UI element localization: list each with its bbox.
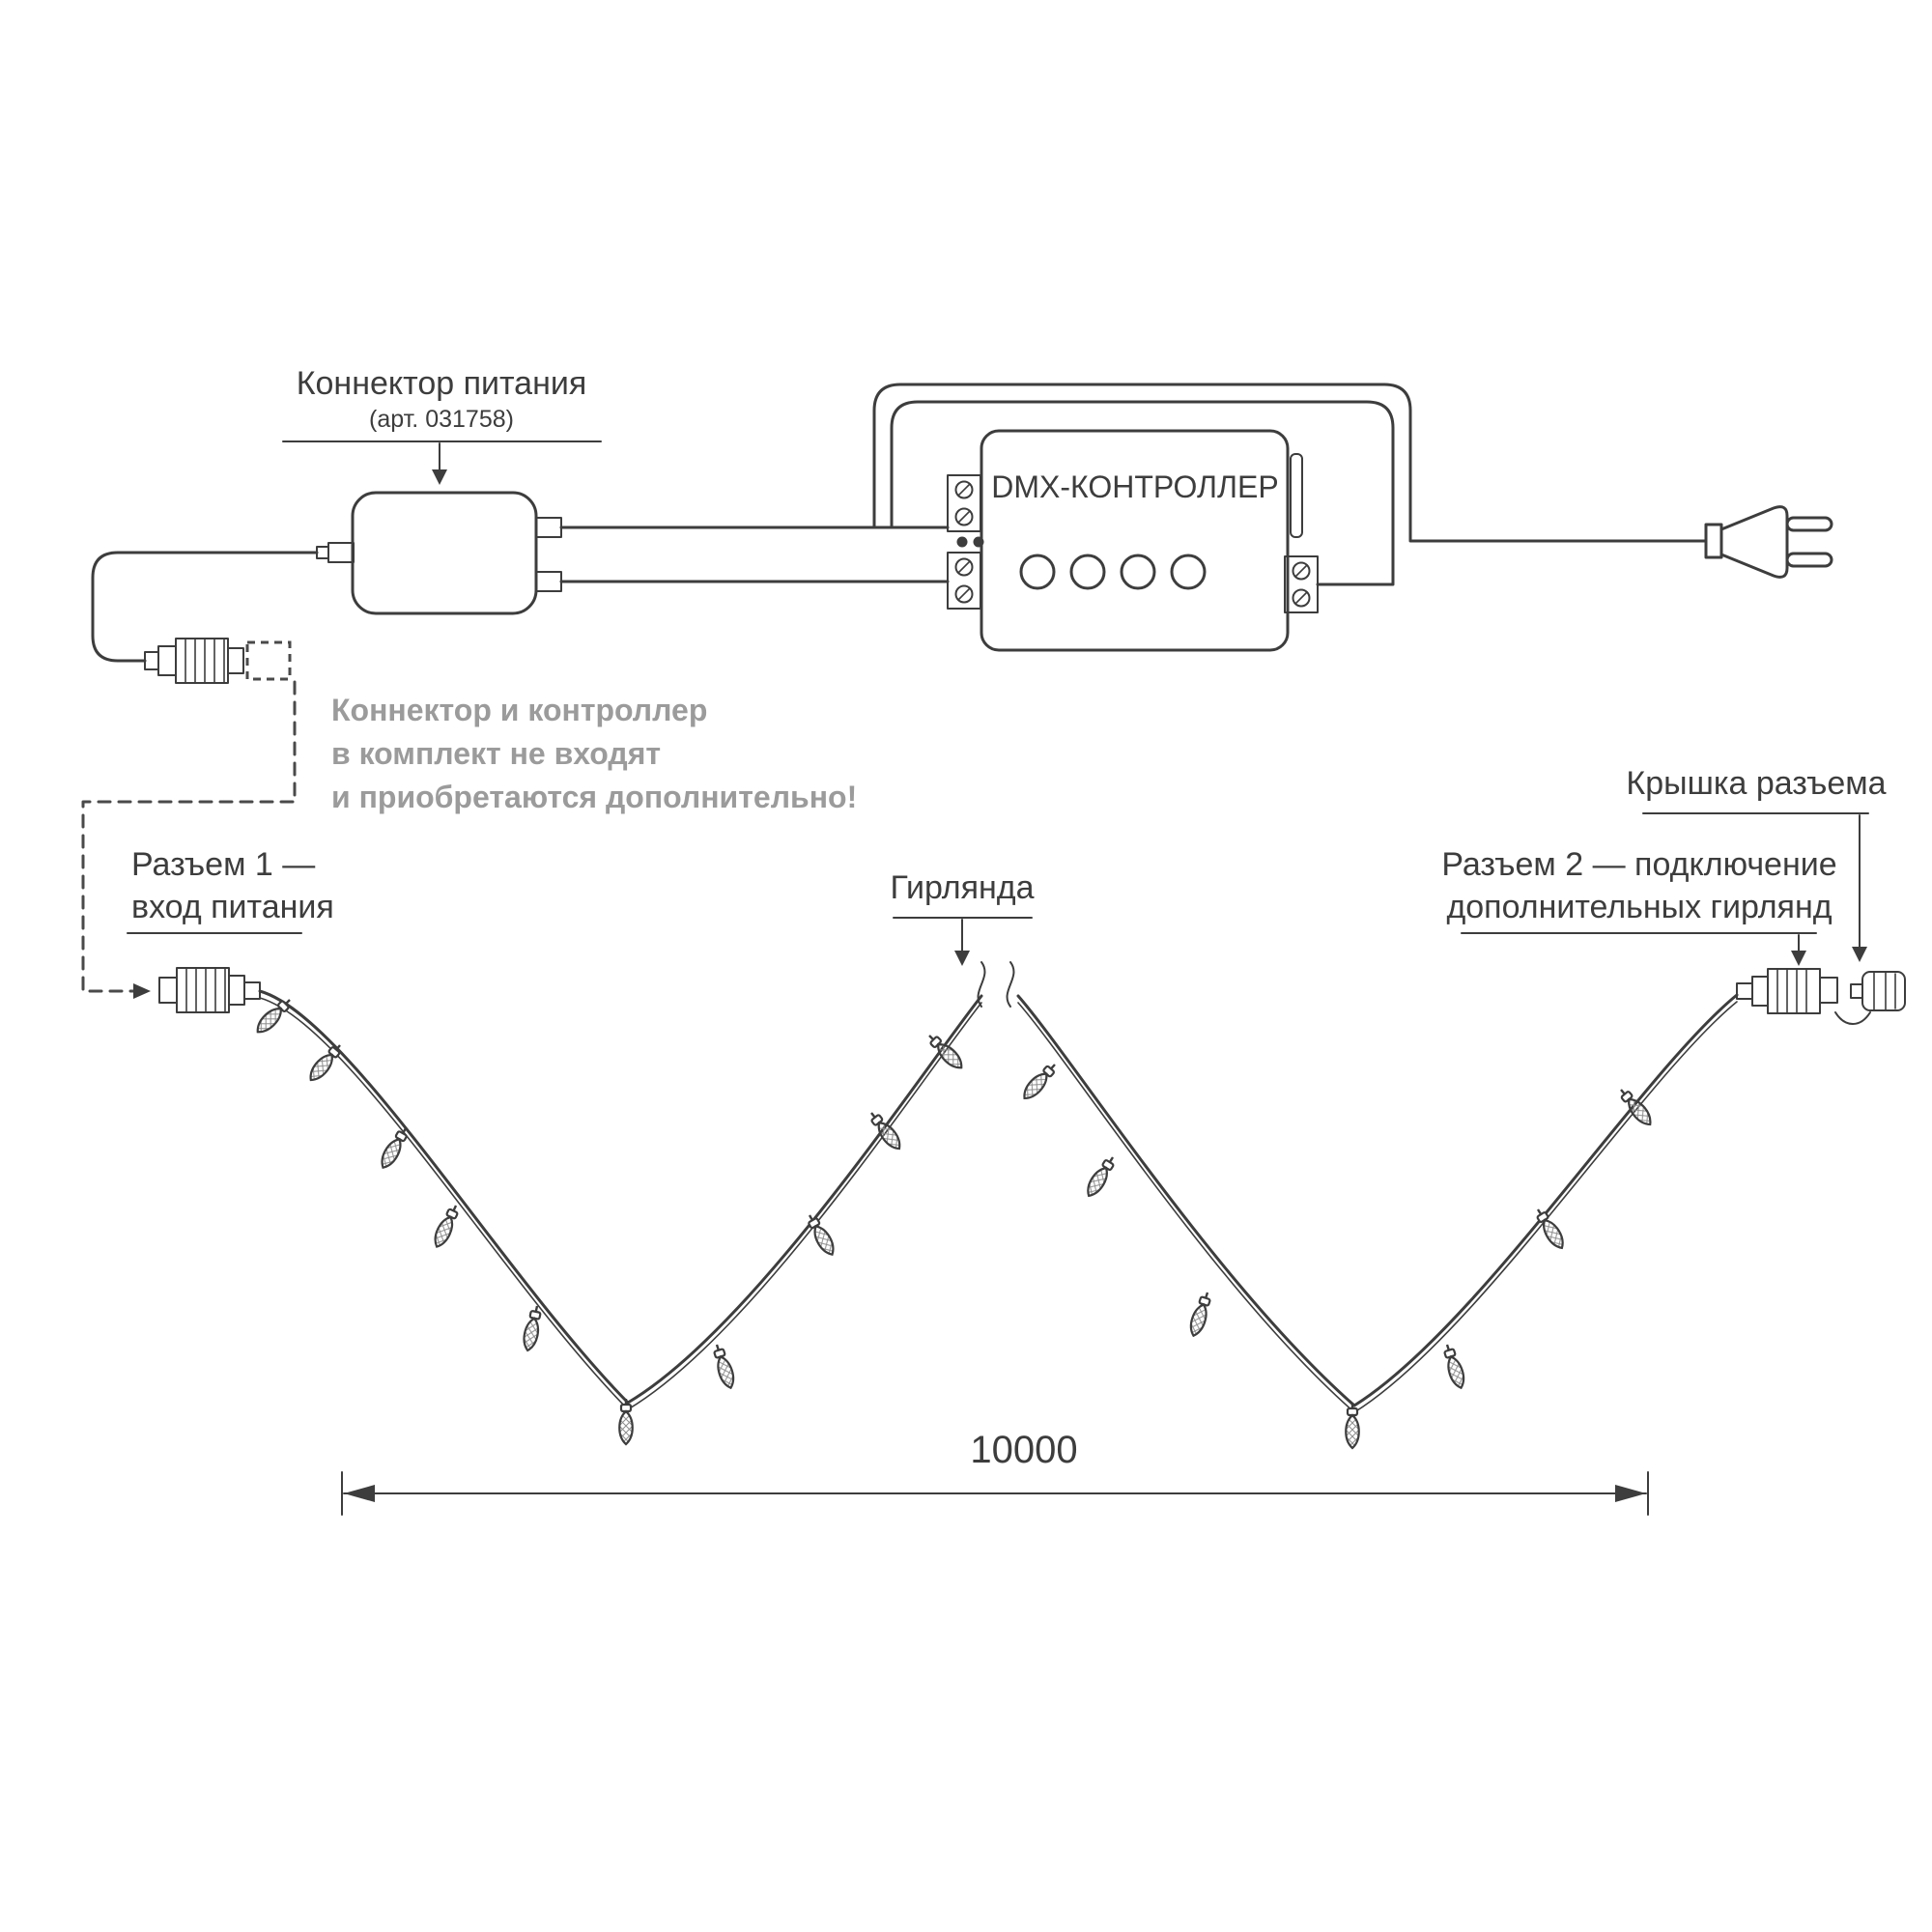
note-line-1: Коннектор и контроллер bbox=[331, 693, 707, 727]
connector1-label-line2: вход питания bbox=[131, 889, 334, 925]
garland-lamp bbox=[802, 1210, 839, 1260]
connector1-label-line1: Разъем 1 — bbox=[131, 846, 315, 883]
garland-lamp bbox=[709, 1341, 739, 1391]
break-symbol bbox=[1006, 961, 1015, 1008]
garland-wire-right bbox=[1016, 993, 1739, 1407]
dmx-controller-body bbox=[980, 429, 1290, 652]
garland-lamp bbox=[304, 1039, 347, 1086]
garland-lamps bbox=[251, 994, 1657, 1450]
break-symbol bbox=[977, 961, 986, 1008]
plug-prong-top bbox=[1785, 516, 1833, 532]
garland-lamp bbox=[1439, 1341, 1469, 1391]
power-plug-connector bbox=[144, 638, 292, 684]
connector1-callout: Разъем 1 — вход питания bbox=[127, 846, 334, 934]
dmx-controller: DMX-КОНТРОЛЛЕР bbox=[947, 429, 1319, 652]
arrow-down-icon bbox=[1852, 947, 1867, 962]
connector-cap bbox=[1834, 971, 1906, 1025]
wire-left bbox=[91, 551, 319, 663]
mains-plug bbox=[1704, 505, 1833, 579]
cap-label: Крышка разъема bbox=[1626, 765, 1886, 802]
connector2-label-line1: Разъем 2 — подключение bbox=[1441, 846, 1836, 883]
garland-wire-strand bbox=[1017, 1001, 1738, 1413]
dimension: 10000 bbox=[341, 1429, 1649, 1516]
wire-loop-outer bbox=[872, 383, 1708, 543]
note-line-2: в комплект не входят bbox=[331, 736, 661, 771]
garland-lamp bbox=[1345, 1401, 1360, 1450]
power-connector-left-tip bbox=[316, 546, 329, 559]
plug-prong-bottom bbox=[1785, 552, 1833, 568]
garland-wire-left bbox=[258, 989, 983, 1405]
terminal-block-right bbox=[1284, 555, 1319, 613]
arrow-down-icon bbox=[1791, 951, 1806, 966]
garland-lamp bbox=[1185, 1289, 1215, 1339]
garland-lamp bbox=[1082, 1152, 1120, 1201]
connector2-callout: Разъем 2 — подключение дополнительных ги… bbox=[1441, 846, 1837, 966]
power-connector-title: Коннектор питания bbox=[297, 365, 587, 402]
plug-collar bbox=[1704, 523, 1723, 559]
garland-wire-strand bbox=[259, 997, 982, 1410]
power-connector-body bbox=[351, 491, 538, 615]
arrow-left-icon bbox=[344, 1485, 375, 1502]
dashed-guide-line bbox=[81, 680, 297, 993]
terminal-block-left-bottom bbox=[947, 552, 981, 610]
terminal-block-left-top bbox=[947, 474, 981, 532]
garland-lamp bbox=[520, 1303, 545, 1353]
garland-callout: Гирлянда bbox=[890, 869, 1035, 966]
plug-body bbox=[1719, 505, 1789, 579]
not-included-note: Коннектор и контроллер в комплект не вхо… bbox=[331, 693, 857, 814]
power-connector-callout: Коннектор питания (арт. 031758) bbox=[282, 365, 602, 485]
garland-lamp bbox=[618, 1397, 634, 1446]
garland-lamp bbox=[376, 1123, 413, 1173]
controller-button bbox=[1019, 554, 1056, 590]
cap-callout: Крышка разъема bbox=[1626, 765, 1887, 962]
power-connector-right-nub-bottom bbox=[535, 571, 562, 592]
mating-connector-outline bbox=[245, 640, 292, 681]
controller-button bbox=[1069, 554, 1106, 590]
dashed-guide bbox=[81, 680, 297, 999]
controller-dot bbox=[973, 536, 984, 548]
garland-label: Гирлянда bbox=[890, 869, 1034, 906]
arrow-right-icon bbox=[1615, 1485, 1646, 1502]
power-connector-left-nub bbox=[327, 542, 355, 563]
dmx-controller-label: DMX-КОНТРОЛЛЕР bbox=[991, 469, 1278, 504]
cap-strap bbox=[1834, 1011, 1871, 1025]
arrow-down-icon bbox=[432, 469, 447, 485]
wire-loop-inner bbox=[890, 400, 1395, 586]
garland-lamp bbox=[429, 1201, 464, 1251]
dimension-value: 10000 bbox=[970, 1429, 1077, 1471]
controller-dot bbox=[956, 536, 968, 548]
connector-1 bbox=[158, 967, 261, 1013]
connector2-label-line2: дополнительных гирлянд bbox=[1446, 889, 1832, 925]
garland-wire bbox=[258, 961, 1739, 1413]
power-connector-device bbox=[316, 491, 562, 615]
arrow-down-icon bbox=[954, 951, 970, 966]
note-line-3: и приобретаются дополнительно! bbox=[331, 780, 857, 814]
controller-button bbox=[1170, 554, 1207, 590]
controller-button bbox=[1120, 554, 1156, 590]
wires bbox=[91, 383, 1708, 663]
power-connector-right-nub-top bbox=[535, 517, 562, 538]
arrow-right-icon bbox=[133, 983, 151, 999]
power-connector-subtitle: (арт. 031758) bbox=[369, 406, 514, 433]
garland-lamp bbox=[251, 994, 296, 1038]
controller-antenna bbox=[1290, 453, 1303, 538]
garland-lamp bbox=[1018, 1059, 1062, 1104]
connector-2 bbox=[1736, 968, 1838, 1014]
